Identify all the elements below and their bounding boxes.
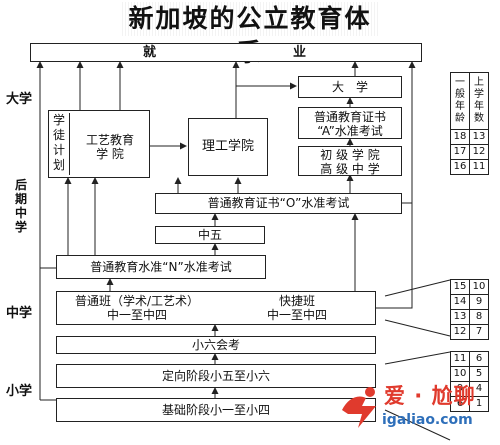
watermark-logo-icon [342, 387, 376, 428]
orientation-box: 定向阶段小五至小六 [56, 364, 376, 388]
stage-label-post-secondary: 后 期 中 学 [14, 178, 28, 234]
watermark-url: igaliao.com [382, 412, 473, 428]
age-cell: 18 [450, 129, 470, 145]
years-cell: 5 [469, 366, 489, 382]
stage-label-university: 大学 [6, 92, 33, 107]
n-level-box: 普通教育水准“N”水准考试 [56, 255, 266, 279]
sec5-box: 中五 [155, 226, 265, 244]
secondary-box: 普通班（学术/工艺术） 中一至中四 快捷班 中一至中四 [56, 291, 376, 325]
age-cell: 6 [450, 396, 470, 412]
years-header: 上 学 年 数 [469, 72, 489, 130]
years-header-char: 年 [474, 101, 484, 112]
stage-label-primary: 小学 [6, 384, 33, 399]
age-cell: 14 [450, 294, 470, 310]
table-row: 12 7 [450, 324, 489, 340]
stage-char: 期 [14, 192, 27, 206]
o-level-box: 普通教育证书“O”水准考试 [155, 193, 402, 214]
age-header-char: 年 [455, 101, 465, 112]
years-cell: 11 [469, 159, 489, 175]
years-header-char: 数 [474, 113, 484, 124]
age-header: 一 般 年 龄 [450, 72, 470, 130]
stage-char: 学 [14, 220, 27, 234]
apprentice-char: 计 [53, 143, 66, 157]
a-level-line2: “A”水准考试 [317, 124, 383, 138]
polytechnic-box: 理工学院 [188, 118, 268, 176]
table-row: 11 6 [450, 351, 489, 367]
age-cell: 11 [450, 351, 470, 367]
express-line2: 中一至中四 [266, 308, 327, 322]
employment-box: 就 业 [30, 43, 422, 62]
years-cell: 1 [469, 396, 489, 412]
psle-box: 小六会考 [56, 336, 376, 354]
employment-label-left: 就 [143, 45, 157, 60]
polytechnic-label: 理工学院 [201, 139, 254, 154]
a-level-line1: 普通教育证书 [313, 110, 386, 124]
apprentice-ite-box: 学 徒 计 划 工艺教育 学 院 [48, 110, 150, 178]
express-line1: 快捷班 [278, 294, 315, 308]
sec5-label: 中五 [197, 228, 222, 242]
table-row: 13 8 [450, 309, 489, 325]
psle-label: 小六会考 [191, 338, 240, 352]
normal-stream-line2: 中一至中四 [106, 308, 167, 322]
table-row: 16 11 [450, 159, 489, 175]
junior-college-box: 初 级 学 院 高 级 中 学 [298, 146, 402, 176]
apprentice-char: 徒 [53, 128, 66, 142]
table-row: 18 13 [450, 129, 489, 145]
years-cell: 6 [469, 351, 489, 367]
apprentice-char: 划 [53, 158, 66, 172]
foundation-label: 基础阶段小一至小四 [161, 403, 270, 417]
apprentice-scheme: 学 徒 计 划 [49, 113, 70, 175]
age-header-char: 般 [455, 89, 465, 100]
years-cell: 8 [469, 309, 489, 325]
ite-line2: 学 院 [96, 147, 124, 161]
years-header-char: 上 [474, 77, 484, 88]
years-cell: 10 [469, 279, 489, 295]
age-cell: 17 [450, 144, 470, 160]
ite-label: 工艺教育 学 院 [71, 133, 149, 161]
age-table-lower: 11 6 10 5 9 4 6 1 [450, 351, 489, 412]
n-level-label: 普通教育水准“N”水准考试 [90, 260, 232, 274]
watermark-text: 爱 · 尬聊 [384, 384, 476, 408]
age-cell: 13 [450, 309, 470, 325]
table-row: 10 5 [450, 366, 489, 382]
table-row: 17 12 [450, 144, 489, 160]
ite-line1: 工艺教育 [85, 133, 134, 147]
stage-label-secondary: 中学 [6, 306, 33, 321]
age-header-char: 一 [455, 77, 465, 88]
page-title: 新加坡的公立教育体系 [120, 2, 380, 67]
years-header-char: 学 [474, 89, 484, 100]
table-row: 9 4 [450, 381, 489, 397]
table-row: 6 1 [450, 396, 489, 412]
table-row: 15 10 [450, 279, 489, 295]
employment-label-right: 业 [293, 45, 307, 60]
years-cell: 9 [469, 294, 489, 310]
apprentice-char: 学 [53, 113, 66, 127]
age-cell: 16 [450, 159, 470, 175]
stage-char: 后 [14, 178, 27, 192]
orientation-label: 定向阶段小五至小六 [161, 369, 270, 383]
age-table-upper: 一 般 年 龄 上 学 年 数 18 13 17 12 16 11 [450, 72, 489, 175]
normal-stream-line1: 普通班（学术/工艺术） [74, 294, 200, 308]
age-cell: 15 [450, 279, 470, 295]
age-table-middle: 15 10 14 9 13 8 12 7 [450, 279, 489, 340]
age-cell: 12 [450, 324, 470, 340]
jc-line1: 初 级 学 院 [320, 148, 380, 162]
table-row: 14 9 [450, 294, 489, 310]
o-level-label: 普通教育证书“O”水准考试 [207, 196, 350, 210]
years-cell: 7 [469, 324, 489, 340]
a-level-box: 普通教育证书 “A”水准考试 [298, 107, 402, 139]
stage-char: 中 [14, 206, 27, 220]
years-cell: 12 [469, 144, 489, 160]
years-cell: 13 [469, 129, 489, 145]
university-label: 大 学 [331, 80, 368, 94]
express-stream: 快捷班 中一至中四 [227, 294, 367, 322]
jc-line2: 高 级 中 学 [320, 162, 380, 176]
university-box: 大 学 [298, 76, 402, 98]
foundation-box: 基础阶段小一至小四 [56, 398, 376, 422]
age-header-char: 龄 [455, 113, 465, 124]
normal-stream: 普通班（学术/工艺术） 中一至中四 [57, 294, 217, 322]
